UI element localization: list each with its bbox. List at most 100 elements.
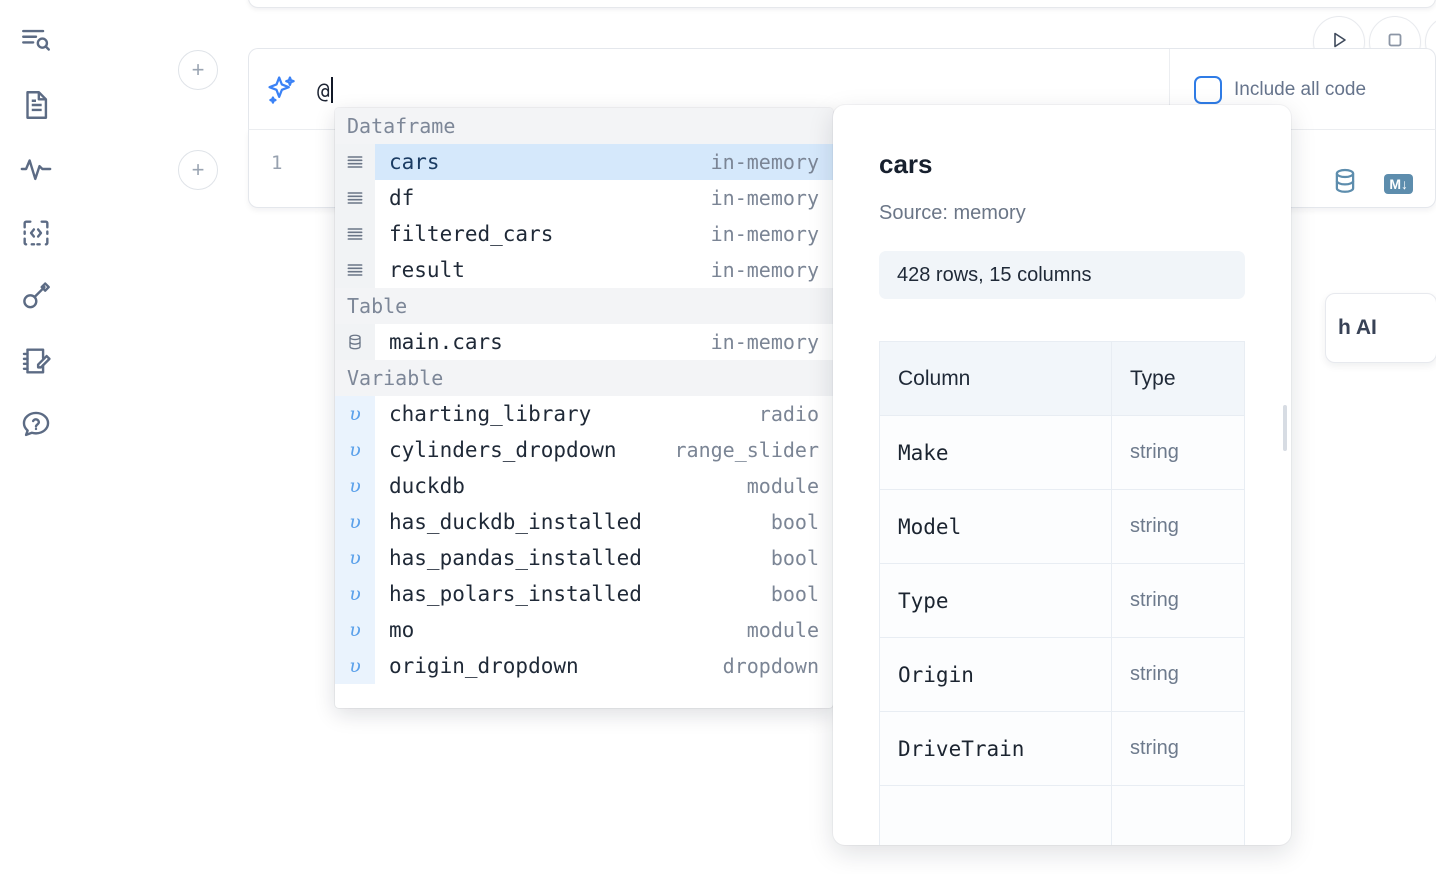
schema-column-type: string <box>1112 490 1245 564</box>
search-list-icon <box>19 24 53 58</box>
autocomplete-item-name: origin_dropdown <box>375 654 579 678</box>
preview-source: Source: memory <box>879 202 1245 225</box>
autocomplete-item[interactable]: cars in-memory <box>335 144 833 180</box>
add-cell-button-bottom[interactable]: + <box>178 150 218 190</box>
autocomplete-item-name: filtered_cars <box>375 222 553 246</box>
schema-column-type: string <box>1112 712 1245 786</box>
autocomplete-item-name: df <box>375 186 414 210</box>
autocomplete-item-name: main.cars <box>375 330 503 354</box>
database-icon <box>335 324 375 360</box>
autocomplete-item[interactable]: υorigin_dropdown dropdown <box>335 648 833 684</box>
autocomplete-item-type: module <box>747 474 833 498</box>
key-icon <box>19 280 53 314</box>
cell-toolbar: M↓ <box>1330 166 1413 201</box>
preview-schema-table: Column Type MakestringModelstringTypestr… <box>879 341 1245 845</box>
autocomplete-item-type: range_slider <box>675 438 834 462</box>
autocomplete-item[interactable]: υmomodule <box>335 612 833 648</box>
document-icon <box>19 88 53 122</box>
preview-title: cars <box>879 149 1245 180</box>
variable-icon: υ <box>335 576 375 612</box>
schema-column-name: Type <box>880 564 1112 638</box>
autocomplete-item[interactable]: υhas_polars_installed bool <box>335 576 833 612</box>
sidebar-item-snippets[interactable] <box>13 210 59 256</box>
autocomplete-item-type: in-memory <box>711 330 833 354</box>
autocomplete-section-header: Variable <box>335 360 833 396</box>
schema-column-name: Make <box>880 416 1112 490</box>
table-header-row: Column Type <box>880 342 1245 416</box>
schema-column-name <box>880 786 1112 846</box>
ai-suggestion-card[interactable]: h AI <box>1325 293 1436 363</box>
database-icon[interactable] <box>1330 166 1360 201</box>
autocomplete-item-name: charting_library <box>375 402 591 426</box>
code-snippet-icon <box>19 216 53 250</box>
autocomplete-item-type: in-memory <box>711 222 833 246</box>
autocomplete-item[interactable]: dfin-memory <box>335 180 833 216</box>
autocomplete-item-name: result <box>375 258 465 282</box>
preview-shape-badge: 428 rows, 15 columns <box>879 251 1245 299</box>
variable-icon: υ <box>335 540 375 576</box>
add-cell-button-top[interactable]: + <box>178 50 218 90</box>
autocomplete-item-type: in-memory <box>711 150 833 174</box>
table-row: DriveTrainstring <box>880 712 1245 786</box>
notebook-edit-icon <box>19 344 53 378</box>
autocomplete-item-type: bool <box>771 510 833 534</box>
autocomplete-item-name: has_duckdb_installed <box>375 510 642 534</box>
sidebar-item-scratchpad[interactable] <box>13 338 59 384</box>
autocomplete-item[interactable]: main.cars in-memory <box>335 324 833 360</box>
text-caret <box>331 77 333 103</box>
markdown-badge[interactable]: M↓ <box>1384 174 1413 194</box>
autocomplete-item[interactable]: result in-memory <box>335 252 833 288</box>
autocomplete-item[interactable]: filtered_cars in-memory <box>335 216 833 252</box>
autocomplete-item-type: radio <box>759 402 833 426</box>
autocomplete-item-type: module <box>747 618 833 642</box>
schema-column-type: string <box>1112 564 1245 638</box>
variable-icon: υ <box>335 648 375 684</box>
autocomplete-item-type: dropdown <box>723 654 833 678</box>
schema-column-type: string <box>1112 638 1245 712</box>
autocomplete-item-name: cars <box>375 150 440 174</box>
schema-column-type <box>1112 786 1245 846</box>
dataframe-icon <box>335 180 375 216</box>
autocomplete-item[interactable]: υcylinders_dropdownrange_slider <box>335 432 833 468</box>
autocomplete-item-type: in-memory <box>711 258 833 282</box>
autocomplete-item[interactable]: υcharting_library radio <box>335 396 833 432</box>
autocomplete-dropdown[interactable]: Dataframecarsin-memorydfin-memoryfiltere… <box>335 108 833 708</box>
table-row <box>880 786 1245 846</box>
variable-icon: υ <box>335 504 375 540</box>
sidebar-item-explore[interactable] <box>13 18 59 64</box>
dataframe-icon <box>335 252 375 288</box>
preview-scrollbar[interactable] <box>1283 405 1287 451</box>
autocomplete-item[interactable]: υhas_duckdb_installed bool <box>335 504 833 540</box>
dataset-preview-panel: cars Source: memory 428 rows, 15 columns… <box>833 105 1291 845</box>
left-sidebar <box>0 0 72 874</box>
autocomplete-item-type: bool <box>771 582 833 606</box>
include-all-code-label: Include all code <box>1234 79 1366 101</box>
column-header-column: Column <box>880 342 1112 416</box>
help-chat-icon <box>19 408 53 442</box>
autocomplete-item-name: duckdb <box>375 474 465 498</box>
sidebar-item-secrets[interactable] <box>13 274 59 320</box>
column-header-type: Type <box>1112 342 1245 416</box>
schema-column-type: string <box>1112 416 1245 490</box>
ai-prompt-value: @ <box>317 79 330 103</box>
autocomplete-item-name: has_polars_installed <box>375 582 642 606</box>
table-row: Originstring <box>880 638 1245 712</box>
autocomplete-item[interactable]: υhas_pandas_installed bool <box>335 540 833 576</box>
activity-icon <box>19 152 53 186</box>
autocomplete-item-type: bool <box>771 546 833 570</box>
sidebar-item-help[interactable] <box>13 402 59 448</box>
sidebar-item-activity[interactable] <box>13 146 59 192</box>
include-all-code-checkbox[interactable] <box>1194 76 1222 104</box>
autocomplete-item-name: mo <box>375 618 414 642</box>
autocomplete-section-header: Dataframe <box>335 108 833 144</box>
sidebar-item-notebook[interactable] <box>13 82 59 128</box>
variable-icon: υ <box>335 432 375 468</box>
ai-suggestion-label: h AI <box>1338 316 1377 340</box>
autocomplete-section-header: Table <box>335 288 833 324</box>
variable-icon: υ <box>335 396 375 432</box>
autocomplete-item[interactable]: υduckdbmodule <box>335 468 833 504</box>
autocomplete-item-name: has_pandas_installed <box>375 546 642 570</box>
table-row: Modelstring <box>880 490 1245 564</box>
sparkle-icon <box>249 49 315 131</box>
